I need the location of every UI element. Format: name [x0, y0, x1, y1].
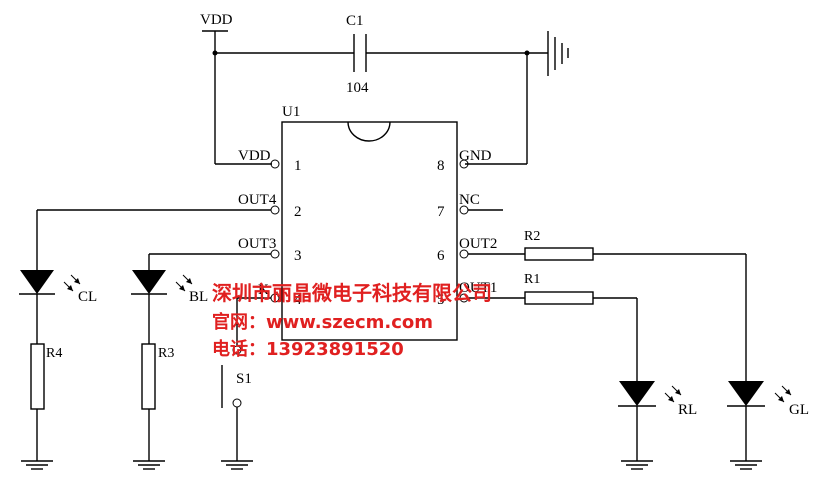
led-cl-label: CL: [78, 289, 97, 305]
pin-num-4: 4: [294, 292, 302, 308]
branch-rl: R1 RL: [468, 272, 697, 470]
branch-cl: CL R4: [19, 209, 271, 470]
pin-num-6: 6: [437, 248, 445, 264]
resistor-r3-label: R3: [158, 346, 174, 361]
led-gl-label: GL: [789, 402, 809, 418]
chip-u1: U1 VDD OUT4 OUT3 K GND NC OUT2 OUT1 1 2 …: [238, 104, 497, 341]
vdd-rail: VDD: [200, 12, 354, 165]
pin-num-5: 5: [437, 292, 445, 308]
pin-name-4: K: [258, 282, 269, 298]
pin-name-2: OUT4: [238, 192, 277, 208]
pin-name-6: OUT2: [459, 236, 497, 252]
pin-name-7: NC: [459, 192, 480, 208]
chip-ref: U1: [282, 104, 300, 120]
gnd-rail: [465, 31, 569, 165]
capacitor-value: 104: [346, 80, 369, 96]
switch-s1: S1: [220, 297, 271, 470]
watermark-website: 官网：www.szecm.com: [212, 311, 433, 333]
pin-num-8: 8: [437, 158, 445, 174]
pin-name-8: GND: [459, 148, 492, 164]
watermark: 深圳市丽晶微电子科技有限公司 官网：www.szecm.com 电话：13923…: [212, 281, 492, 360]
pin-name-5: OUT1: [459, 280, 497, 296]
pin-num-2: 2: [294, 204, 302, 220]
capacitor-c1: C1 104: [346, 13, 527, 96]
led-rl-label: RL: [678, 402, 697, 418]
pin-num-7: 7: [437, 204, 445, 220]
branch-gl: R2 GL: [468, 229, 809, 470]
vdd-net-label: VDD: [200, 12, 233, 28]
branch-bl: BL R3: [131, 253, 271, 470]
pin-name-3: OUT3: [238, 236, 276, 252]
pin-name-1: VDD: [238, 148, 271, 164]
resistor-r4-label: R4: [46, 346, 62, 361]
led-bl-label: BL: [189, 289, 208, 305]
pin-num-1: 1: [294, 158, 302, 174]
resistor-r1-label: R1: [524, 272, 540, 287]
watermark-company: 深圳市丽晶微电子科技有限公司: [212, 281, 492, 305]
resistor-r2-label: R2: [524, 229, 540, 244]
capacitor-ref: C1: [346, 13, 364, 29]
watermark-phone: 电话：13923891520: [212, 338, 404, 360]
switch-ref: S1: [236, 371, 252, 387]
pin-num-3: 3: [294, 248, 302, 264]
